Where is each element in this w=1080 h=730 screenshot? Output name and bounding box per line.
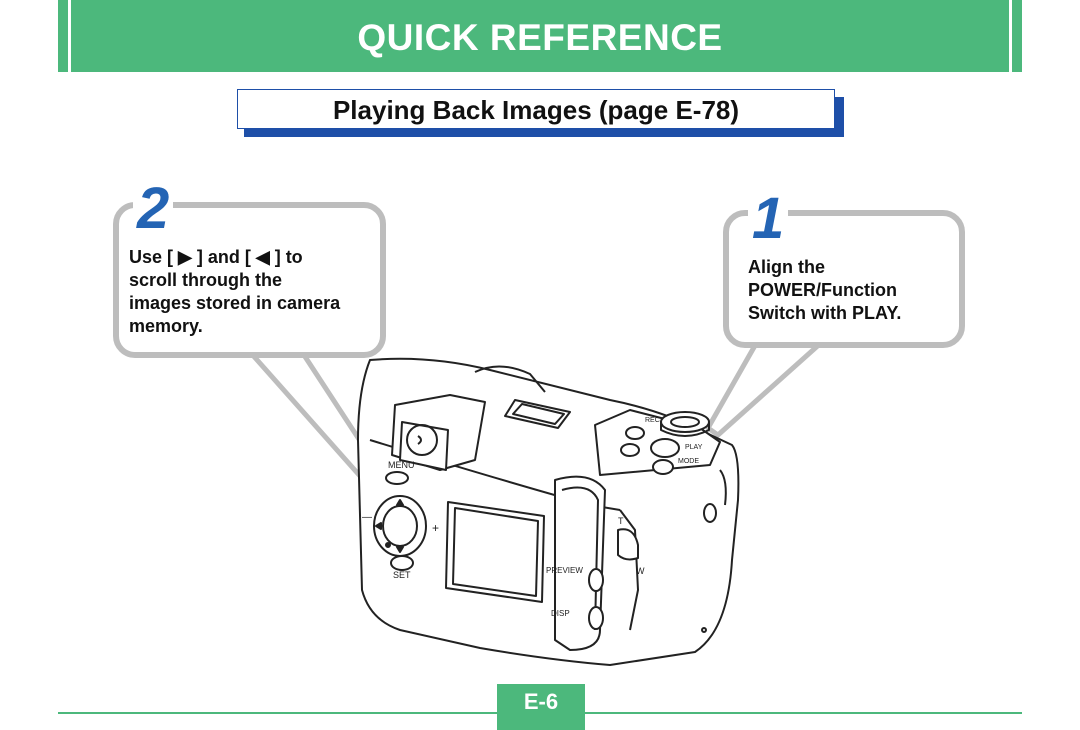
page-number: E-6 bbox=[523, 689, 559, 714]
preview-label: PREVIEW bbox=[546, 566, 583, 575]
section-title-box: Playing Back Images (page E-78) bbox=[237, 89, 835, 129]
wide-label: W bbox=[636, 566, 645, 576]
plus-label: + bbox=[432, 521, 439, 535]
header-banner: QUICK REFERENCE bbox=[58, 0, 1022, 72]
callout-step-2-text: Use [ ▶ ] and [ ◀ ] to scroll through th… bbox=[129, 247, 341, 336]
page-title: QUICK REFERENCE bbox=[357, 17, 723, 58]
rec-label: REC bbox=[645, 417, 660, 424]
banner-edge-line bbox=[68, 0, 71, 72]
section-title: Playing Back Images (page E-78) bbox=[332, 95, 740, 125]
set-label: SET bbox=[393, 570, 411, 580]
step-number-1: 1 bbox=[748, 190, 789, 248]
step-number-2: 2 bbox=[133, 180, 174, 238]
disp-label: DISP bbox=[551, 609, 570, 618]
callout-step-1-text: Align the POWER/Function Switch with PLA… bbox=[748, 257, 902, 323]
banner-edge-line bbox=[1009, 0, 1012, 72]
play-label: PLAY bbox=[685, 444, 703, 451]
mode-label: MODE bbox=[678, 458, 699, 465]
tele-label: T bbox=[618, 516, 624, 526]
minus-label: — bbox=[362, 512, 372, 523]
menu-label: MENU bbox=[388, 460, 415, 470]
camera-illustration: MENU SET PREVIEW DISP T W MODE PLAY REC … bbox=[357, 357, 740, 666]
page-number-box: E-6 bbox=[497, 684, 585, 730]
